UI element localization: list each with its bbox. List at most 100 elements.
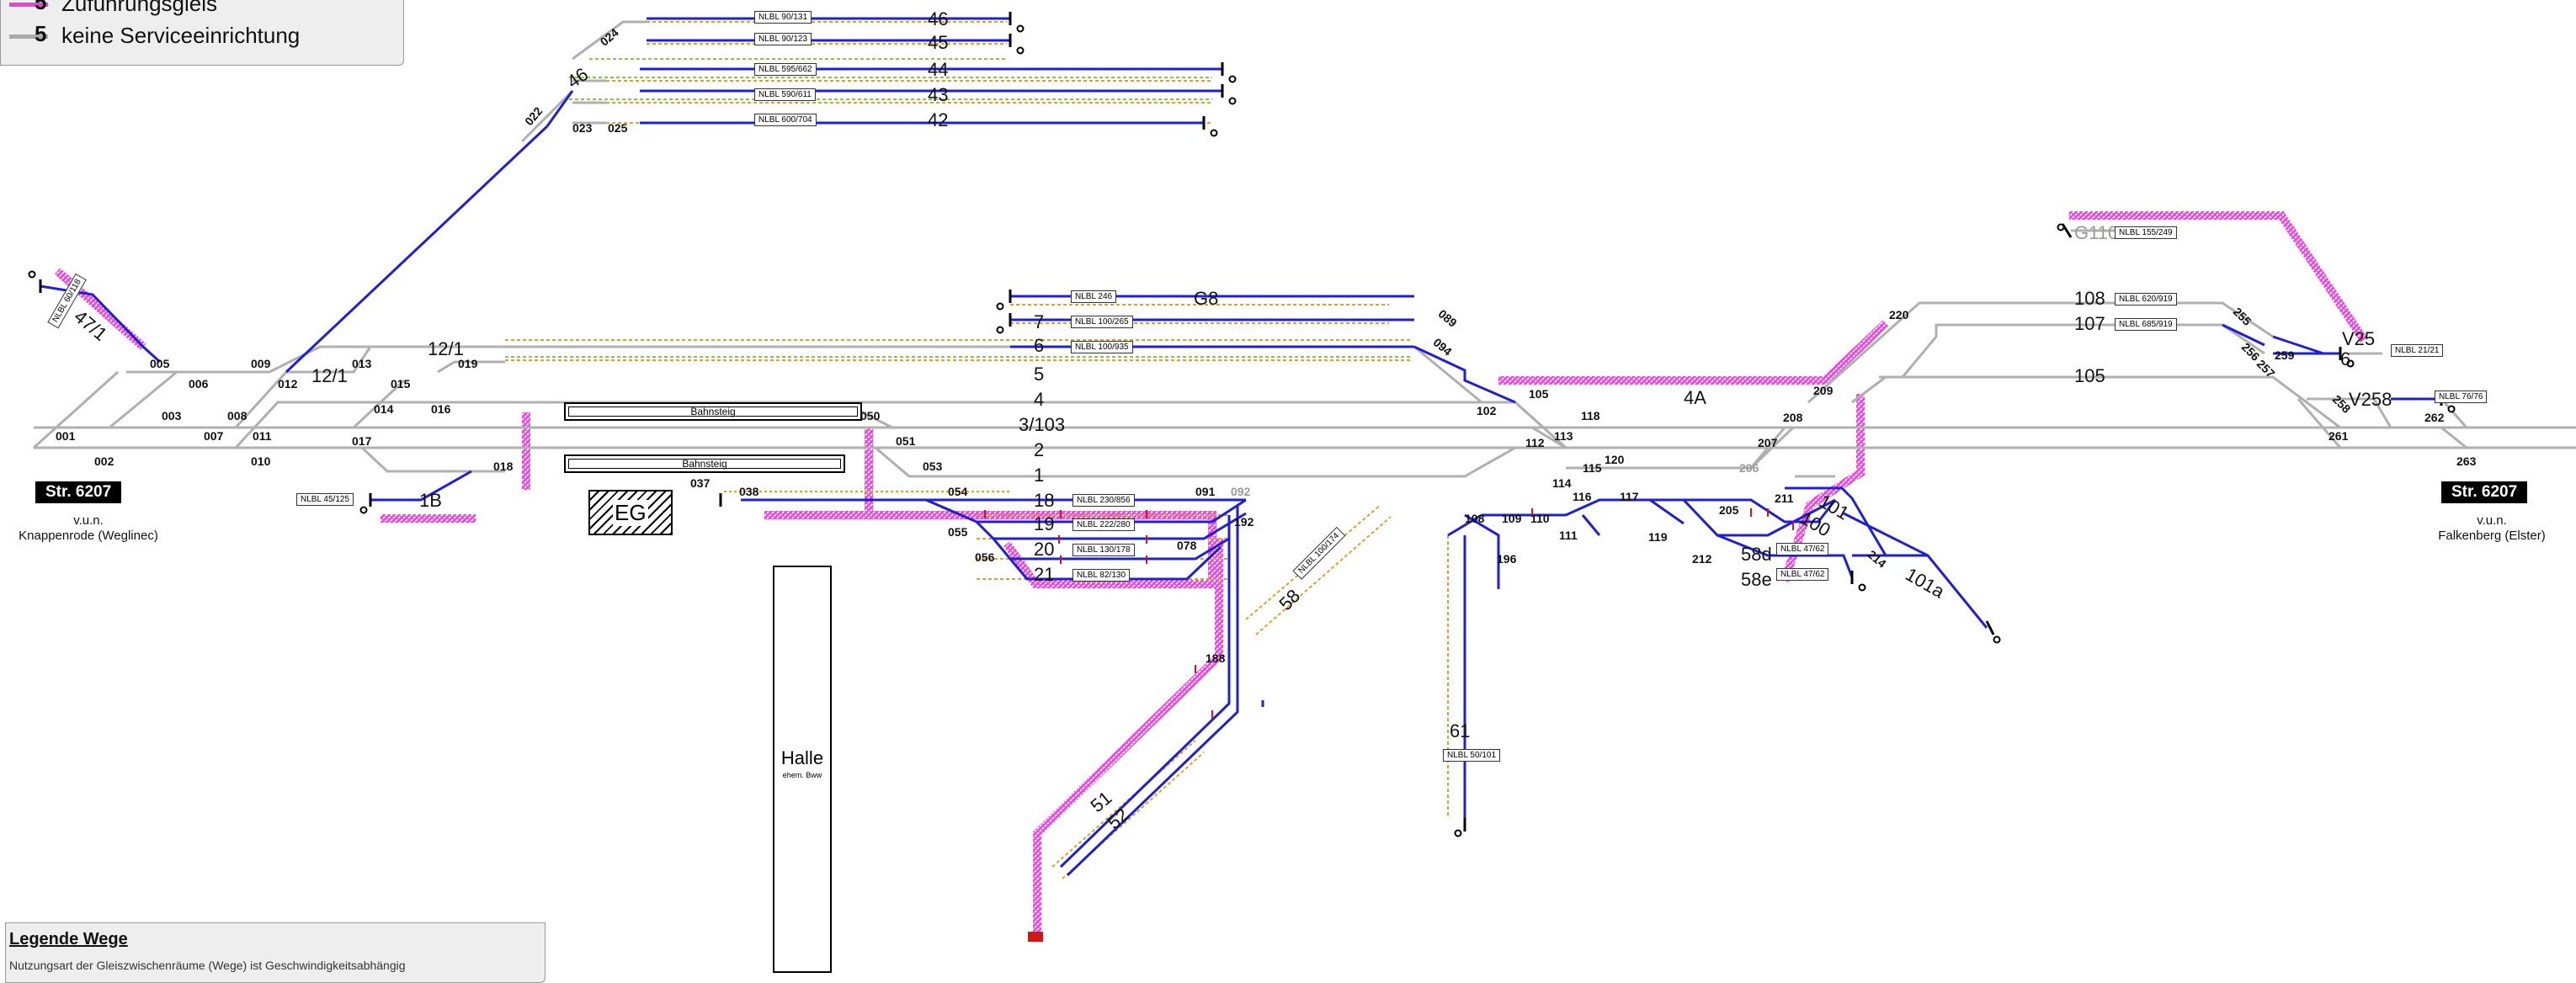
switch-label: 015 — [391, 377, 411, 391]
track-label: G110 — [2074, 222, 2119, 243]
switch-label: 188 — [1206, 651, 1226, 665]
grey-line-sample — [9, 35, 48, 39]
track-label: 20 — [1034, 539, 1055, 560]
length-tag: NLBL 90/131 — [754, 11, 812, 24]
track-label: 6 — [1034, 335, 1045, 356]
hall-sublabel: ehem. Bww — [782, 771, 822, 779]
length-tag: NLBL 100/935 — [1071, 341, 1133, 353]
track-label: 12/1 — [428, 338, 464, 359]
switch-label: 263 — [2456, 454, 2477, 468]
track-label: 19 — [1034, 513, 1055, 534]
switch-label: 105 — [1529, 387, 1549, 401]
hall-building: Halle ehem. Bww — [773, 566, 832, 973]
track-label: 58d — [1741, 544, 1772, 565]
length-tag: NLBL 230/856 — [1072, 494, 1135, 507]
blue-tracks — [40, 17, 2441, 877]
switch-label: 011 — [253, 429, 272, 443]
switch-label: 192 — [1234, 515, 1254, 529]
track-label: 21 — [1034, 564, 1055, 585]
track-label: 4A — [1684, 387, 1706, 408]
station-building-label: EG — [613, 500, 648, 526]
switch-label: 053 — [923, 460, 943, 473]
length-tag: NLBL 47/62 — [1776, 543, 1829, 555]
length-tag: NLBL 90/123 — [754, 33, 812, 45]
switch-label: 211 — [1775, 491, 1794, 505]
track-label: 7 — [1034, 311, 1045, 332]
length-tag: NLBL 222/280 — [1072, 518, 1135, 531]
switch-label: 003 — [162, 409, 182, 422]
length-tag: NLBL 620/919 — [2115, 293, 2177, 306]
destination-left: v.u.n. Knappenrode (Weglinec) — [0, 513, 177, 544]
track-label: 12/1 — [311, 365, 348, 386]
switch-label: 038 — [739, 485, 759, 498]
switch-label: 009 — [251, 357, 271, 370]
switch-label: 050 — [860, 409, 881, 422]
track-label: 45 — [928, 32, 949, 53]
switch-label: 206 — [1739, 461, 1759, 475]
switch-label: 055 — [948, 525, 968, 539]
track-label: 2 — [1034, 439, 1045, 460]
grey-tracks — [32, 20, 2576, 478]
switch-label: 120 — [1605, 453, 1625, 466]
track-label: 1 — [1034, 465, 1045, 486]
switch-label: 117 — [1620, 490, 1639, 503]
feeder-tracks — [54, 211, 2368, 934]
switch-label: 108 — [1465, 512, 1485, 525]
switch-label: 054 — [948, 485, 968, 498]
switch-label: 115 — [1583, 461, 1602, 475]
destination-right: v.u.n. Falkenberg (Elster) — [2408, 513, 2576, 544]
switch-label: 018 — [493, 460, 514, 473]
switch-label: 037 — [690, 476, 711, 490]
switch-label: 209 — [1813, 384, 1834, 397]
switch-label: 056 — [975, 550, 995, 564]
switch-label: 116 — [1573, 490, 1592, 503]
switch-label: 207 — [1758, 436, 1778, 449]
switch-label: 078 — [1177, 539, 1197, 552]
legend-tracks: 5 Zuführungsgleis 5 keine Serviceeinrich… — [0, 0, 404, 66]
length-tag: NLBL 76/76 — [2435, 391, 2488, 403]
destination-right-line1: v.u.n. — [2477, 513, 2507, 528]
switch-label: 112 — [1525, 436, 1545, 449]
track-label: 58e — [1741, 569, 1772, 590]
switch-label: 092 — [1231, 485, 1251, 498]
switch-label: 017 — [352, 434, 372, 448]
platform-south: Bahnsteig — [564, 454, 845, 473]
length-tag: NLBL 45/125 — [296, 493, 354, 506]
length-tag: NLBL 600/704 — [754, 114, 817, 126]
switch-label: 111 — [1559, 529, 1578, 542]
destination-right-line2: Falkenberg (Elster) — [2438, 529, 2546, 543]
switch-label: 220 — [1889, 308, 1909, 321]
switch-label: 012 — [278, 377, 298, 391]
length-tag: NLBL 21/21 — [2391, 344, 2444, 357]
switch-label: 208 — [1783, 411, 1803, 424]
track-label: 61 — [1450, 720, 1471, 741]
destination-left-line2: Knappenrode (Weglinec) — [19, 529, 158, 543]
track-label: 5 — [1034, 364, 1045, 385]
switch-label: 051 — [896, 434, 916, 448]
length-tag: NLBL 50/101 — [1443, 749, 1501, 762]
hall-label: Halle — [780, 747, 824, 768]
legend-paths-text: Nutzungsart der Gleiszwischenräume (Wege… — [9, 959, 406, 972]
switch-label: 196 — [1497, 552, 1517, 566]
track-label: 44 — [928, 59, 949, 80]
street-right: Str. 6207 — [2441, 481, 2528, 503]
legend-label: Zuführungsgleis — [61, 0, 217, 16]
switch-label: 114 — [1552, 476, 1572, 490]
switch-label: 102 — [1477, 404, 1497, 417]
buffer-circles — [28, 24, 2456, 837]
length-tag: NLBL 246 — [1071, 290, 1117, 303]
length-tag: NLBL 82/130 — [1072, 569, 1131, 582]
signal-markers — [984, 508, 1794, 942]
track-label: 42 — [928, 109, 949, 130]
street-left: Str. 6207 — [35, 481, 122, 503]
length-tag: NLBL 595/662 — [754, 63, 817, 76]
switch-label: 261 — [2329, 429, 2349, 443]
switch-label: 259 — [2275, 348, 2295, 362]
switch-label: 007 — [204, 429, 224, 443]
length-tag: NLBL 155/249 — [2115, 226, 2177, 239]
switch-label: 110 — [1530, 512, 1550, 525]
switch-label: 008 — [227, 409, 247, 422]
legend-paths-title: Legende Wege — [9, 930, 128, 948]
